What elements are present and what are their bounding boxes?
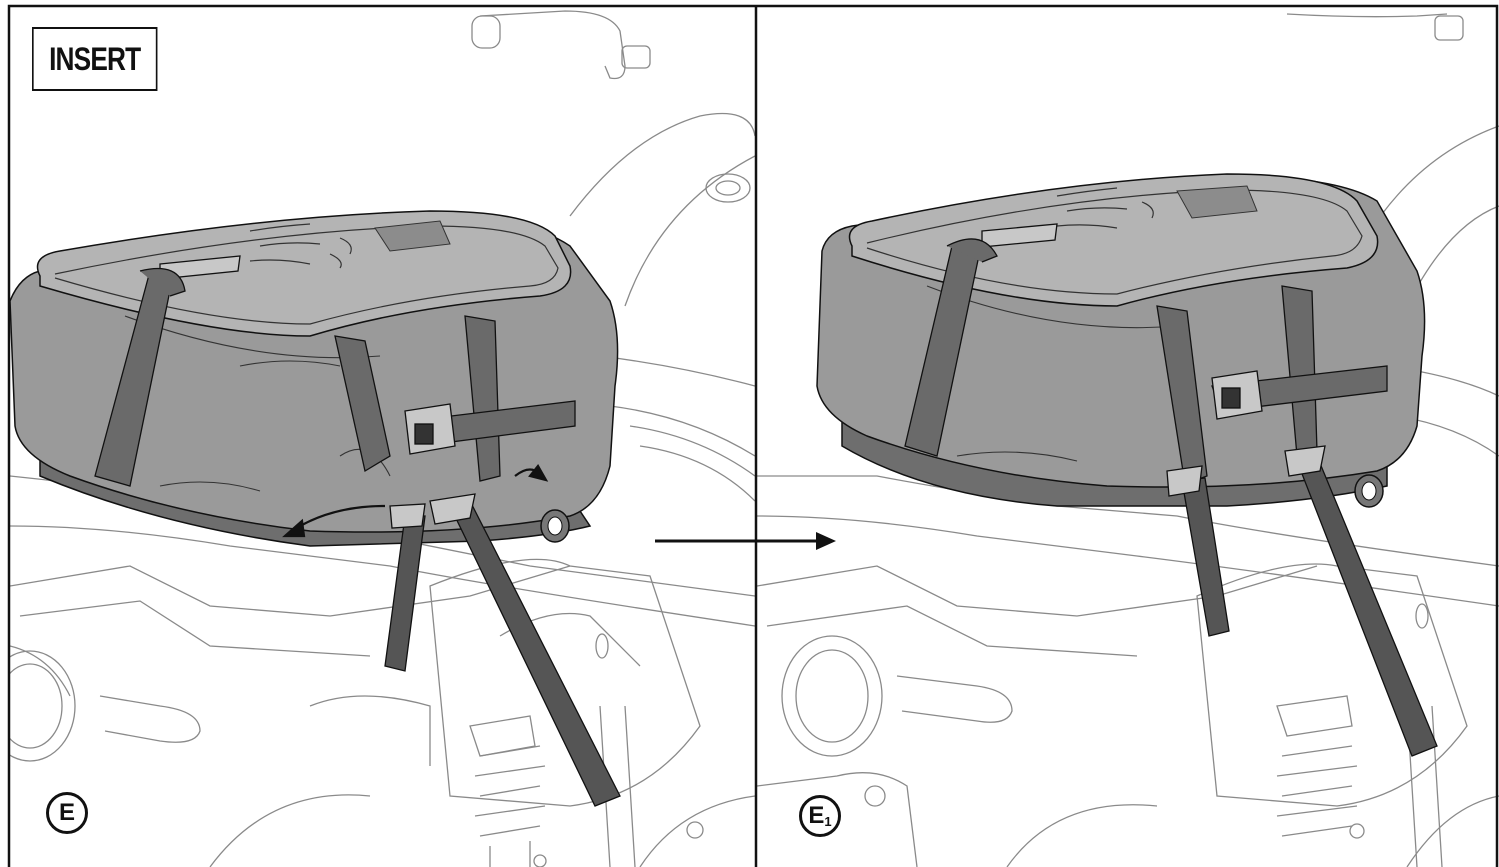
step-e1-illustration xyxy=(757,13,1499,867)
bag xyxy=(10,210,619,547)
step-badge-e: E xyxy=(46,792,88,834)
step-e-panel xyxy=(10,6,755,867)
step-subscript: 1 xyxy=(824,813,832,829)
step-e-illustration xyxy=(10,10,755,867)
bag xyxy=(816,173,1426,508)
step-letter: E xyxy=(808,802,825,829)
step-letter: E xyxy=(58,799,75,826)
insert-label: INSERT xyxy=(32,27,158,91)
step-e1-panel xyxy=(757,6,1499,867)
